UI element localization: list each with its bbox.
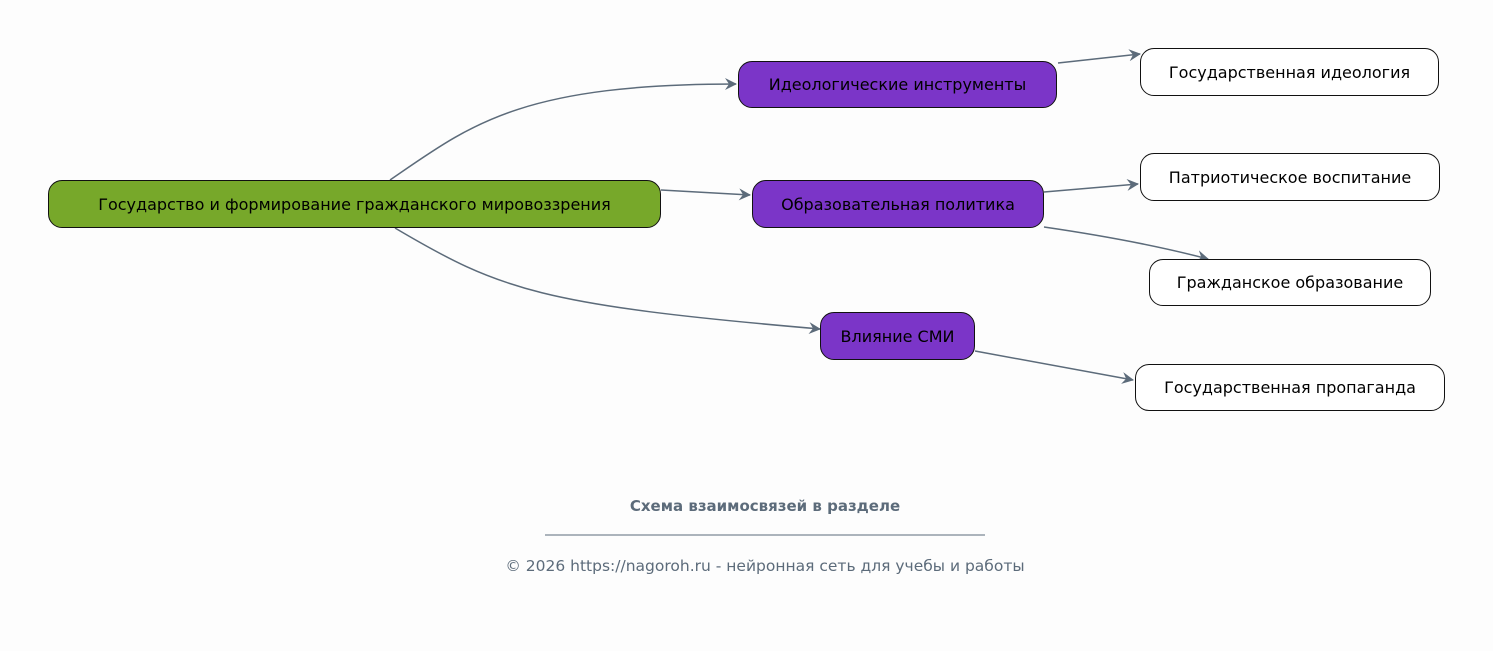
footer-title: Схема взаимосвязей в разделе <box>629 497 901 515</box>
branch-node-media[interactable]: Влияние СМИ <box>820 312 975 360</box>
root-node[interactable]: Государство и формирование гражданского … <box>48 180 661 228</box>
edge-root-education <box>660 188 751 201</box>
edge-ideology-state-ideology <box>1057 49 1141 64</box>
edge-root-media <box>394 227 821 335</box>
leaf-node-civic-education[interactable]: Гражданское образование <box>1149 259 1431 306</box>
footer-copyright: © 2026 https://nagoroh.ru - нейронная се… <box>505 557 1025 575</box>
leaf-node-patriotic-education[interactable]: Патриотическое воспитание <box>1140 153 1440 201</box>
leaf-node-state-propaganda[interactable]: Государственная пропаганда <box>1135 364 1445 411</box>
edge-root-ideology <box>389 78 737 181</box>
edge-education-patriotic <box>1043 178 1139 193</box>
leaf-node-state-ideology[interactable]: Государственная идеология <box>1140 48 1439 96</box>
branch-node-ideology[interactable]: Идеологические инструменты <box>738 61 1057 108</box>
edge-media-propaganda <box>974 350 1134 384</box>
edge-education-civic <box>1043 226 1209 262</box>
branch-node-education[interactable]: Образовательная политика <box>752 180 1044 228</box>
